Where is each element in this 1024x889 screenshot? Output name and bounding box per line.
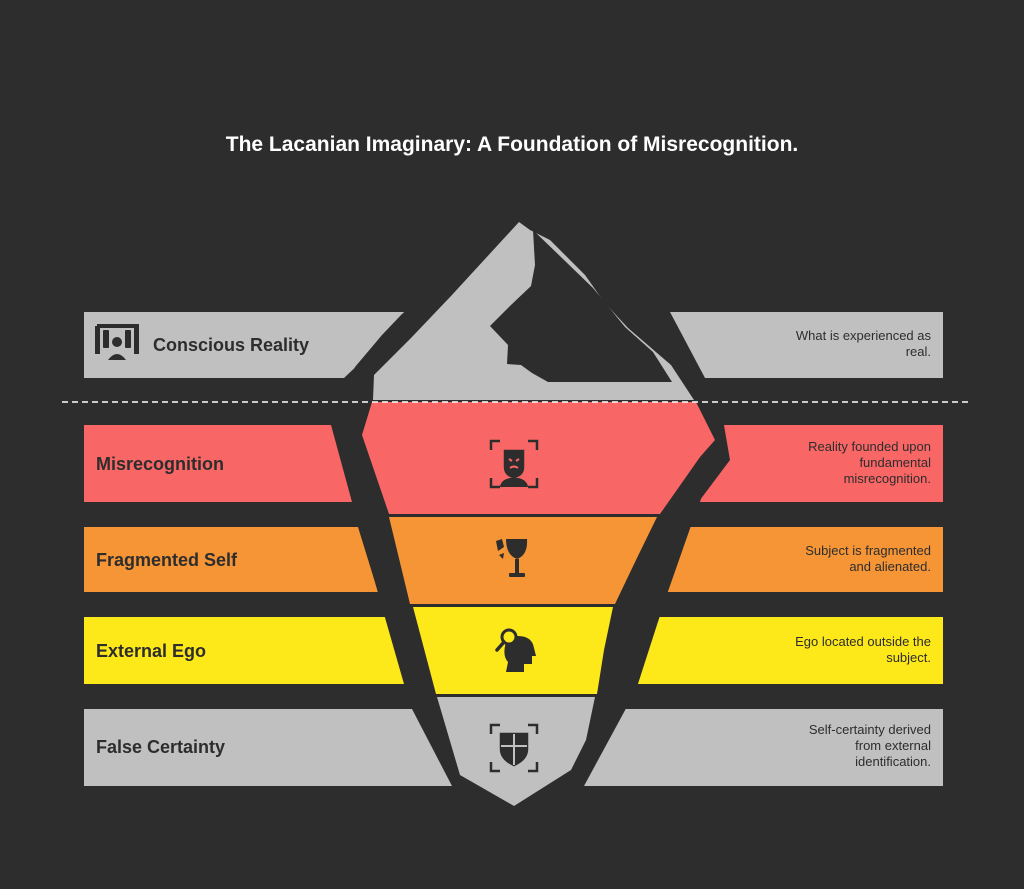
iceberg-crevice bbox=[490, 230, 672, 382]
iceberg-layer-fragmented-self bbox=[389, 517, 657, 604]
label-false-certainty: False Certainty bbox=[96, 737, 226, 757]
band-left-conscious-reality bbox=[84, 312, 414, 378]
desc-misrecognition: Reality founded upon fundamental misreco… bbox=[808, 439, 931, 486]
desc-conscious-reality: What is experienced as real. bbox=[795, 328, 931, 359]
label-conscious-reality: Conscious Reality bbox=[153, 335, 310, 355]
band-right-false-certainty bbox=[580, 709, 943, 786]
band-left-misrecognition bbox=[84, 425, 352, 502]
desc-fragmented-self: Subject is fragmented and alienated. bbox=[805, 543, 931, 574]
band-right-conscious-reality bbox=[670, 312, 943, 378]
band-right-fragmented-self bbox=[652, 527, 943, 592]
shield-scan-icon bbox=[489, 723, 539, 773]
mask-face-icon bbox=[489, 439, 539, 489]
label-misrecognition: Misrecognition bbox=[96, 454, 225, 474]
broken-glass-icon bbox=[496, 539, 528, 577]
label-fragmented-self: Fragmented Self bbox=[96, 550, 238, 570]
band-left-fragmented-self bbox=[84, 527, 378, 592]
iceberg-layer-misrecognition bbox=[362, 402, 715, 514]
band-left-external-ego bbox=[84, 617, 405, 684]
head-magnifier-icon bbox=[495, 628, 536, 672]
band-right-misrecognition bbox=[700, 425, 943, 502]
conscious-reality-icon bbox=[95, 324, 139, 360]
label-external-ego: External Ego bbox=[96, 641, 207, 661]
band-left-false-certainty bbox=[84, 709, 452, 786]
desc-external-ego: Ego located outside the subject. bbox=[795, 634, 931, 665]
band-right-external-ego bbox=[632, 617, 943, 684]
desc-false-certainty: Self-certainty derived from external ide… bbox=[808, 722, 931, 769]
page-title: The Lacanian Imaginary: A Foundation of … bbox=[225, 133, 799, 156]
